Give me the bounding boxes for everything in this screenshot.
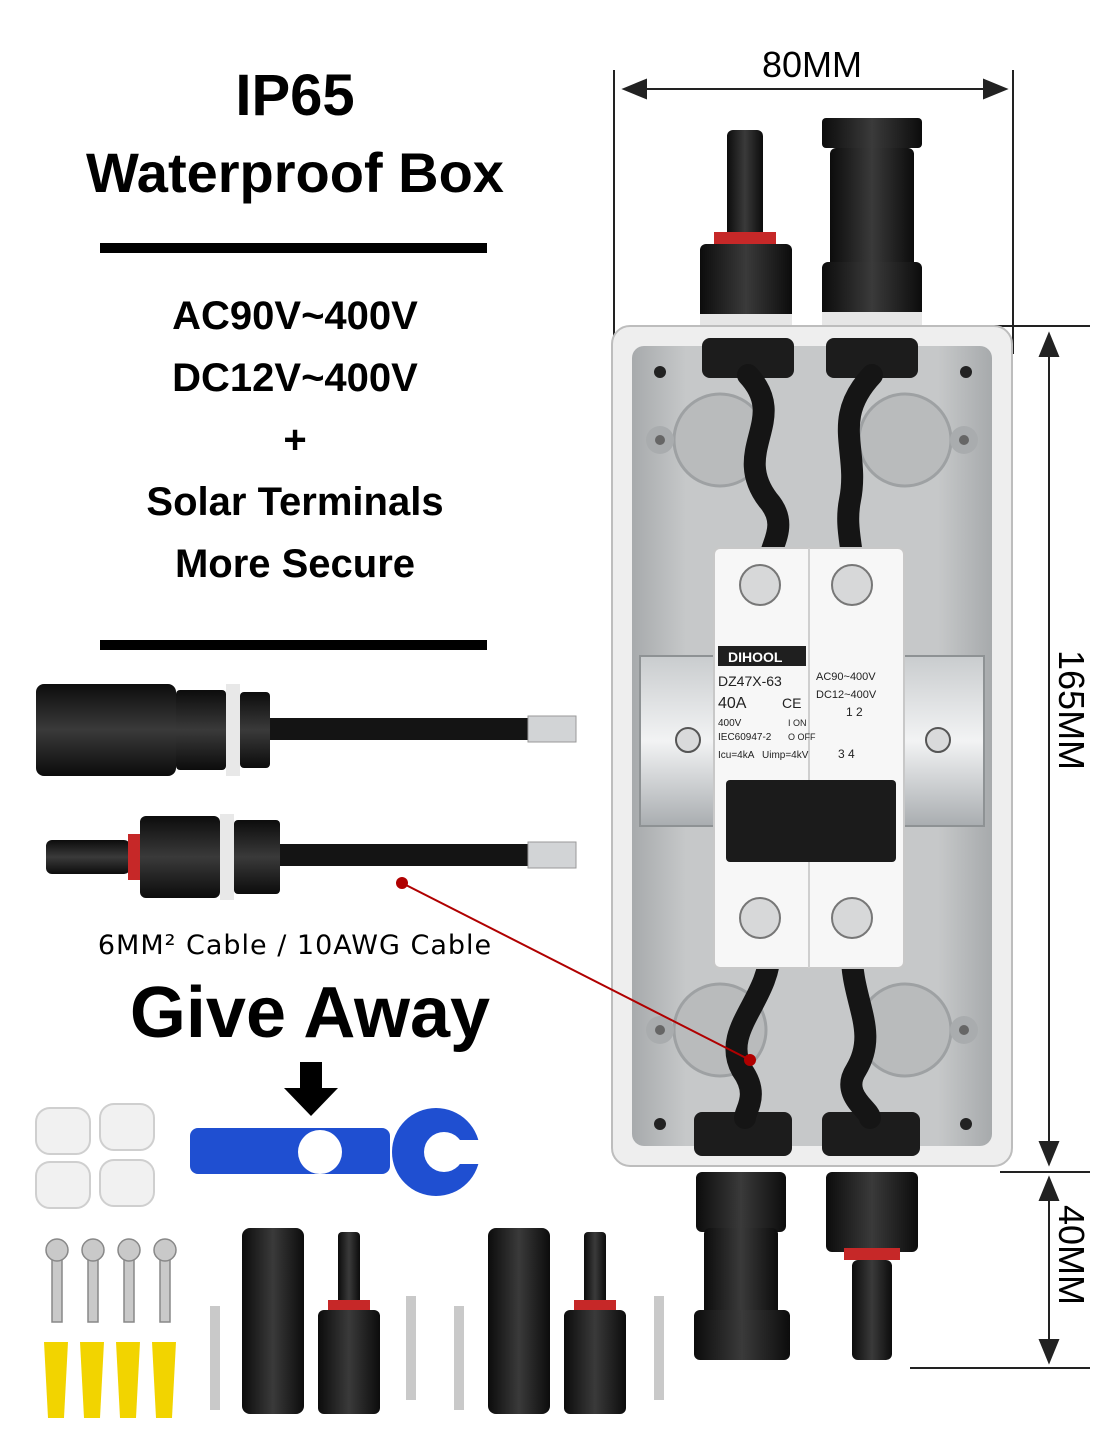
spec-solar-terminals: Solar Terminals [146, 480, 444, 524]
internal-cables [725, 364, 883, 1129]
dimension-height-label: 165MM [1051, 650, 1092, 771]
divider-bottom [100, 640, 487, 650]
rubber-grommets [35, 1103, 155, 1209]
breaker-on: I ON [788, 718, 807, 728]
dimension-connector-label: 40MM [1051, 1205, 1092, 1306]
breaker-standard: IEC60947-2 [718, 732, 772, 743]
cable-pointer [396, 877, 756, 1066]
bottom-right-connector [826, 1172, 918, 1360]
bottom-left-connector [694, 1172, 790, 1360]
spec-dc-range: DC12V~400V [172, 356, 418, 400]
breaker-dc-range: DC12~400V [816, 689, 877, 701]
breaker-poles-bottom: 3 4 [838, 747, 855, 761]
spec-more-secure: More Secure [174, 542, 416, 586]
spanner-wrench-icon [190, 1108, 490, 1196]
circuit-breaker: DIHOOL DZ47X-63 40A CE 400V IEC60947-2 I… [713, 547, 905, 969]
breaker-current: 40A [718, 695, 747, 712]
wall-anchors [44, 1342, 176, 1418]
title-waterproof-box: Waterproof Box [86, 141, 504, 204]
breaker-uimp: Uimp=4kV [762, 750, 809, 761]
breaker-brand: DIHOOL [728, 649, 783, 665]
top-left-connector [700, 130, 792, 328]
down-arrow-icon [284, 1062, 338, 1116]
breaker-poles-top: 1 2 [846, 705, 863, 719]
breaker-ce-mark: CE [782, 695, 801, 711]
screws [45, 1238, 177, 1323]
cable-size-label: 6MM² Cable / 10AWG Cable [97, 930, 493, 961]
cable-connector-male [46, 814, 577, 900]
top-right-connector [822, 118, 922, 326]
divider-top [100, 243, 487, 253]
breaker-model: DZ47X-63 [718, 673, 782, 689]
cable-connector-female [36, 684, 577, 776]
spec-plus: + [283, 418, 307, 462]
title-ip65: IP65 [235, 63, 355, 128]
dimension-width-label: 80MM [761, 44, 863, 85]
breaker-icu: Icu=4kA [718, 750, 755, 761]
connector-kit-2 [454, 1228, 664, 1414]
breaker-voltage: 400V [718, 718, 742, 729]
cable-glands [694, 338, 920, 1156]
breaker-ac-range: AC90~400V [816, 671, 876, 683]
dimension-lines [613, 70, 1090, 1369]
breaker-off: O OFF [788, 732, 816, 742]
give-away-heading: Give Away [129, 973, 491, 1053]
connector-kit-1 [210, 1228, 416, 1414]
spec-ac-range: AC90V~400V [172, 294, 418, 338]
